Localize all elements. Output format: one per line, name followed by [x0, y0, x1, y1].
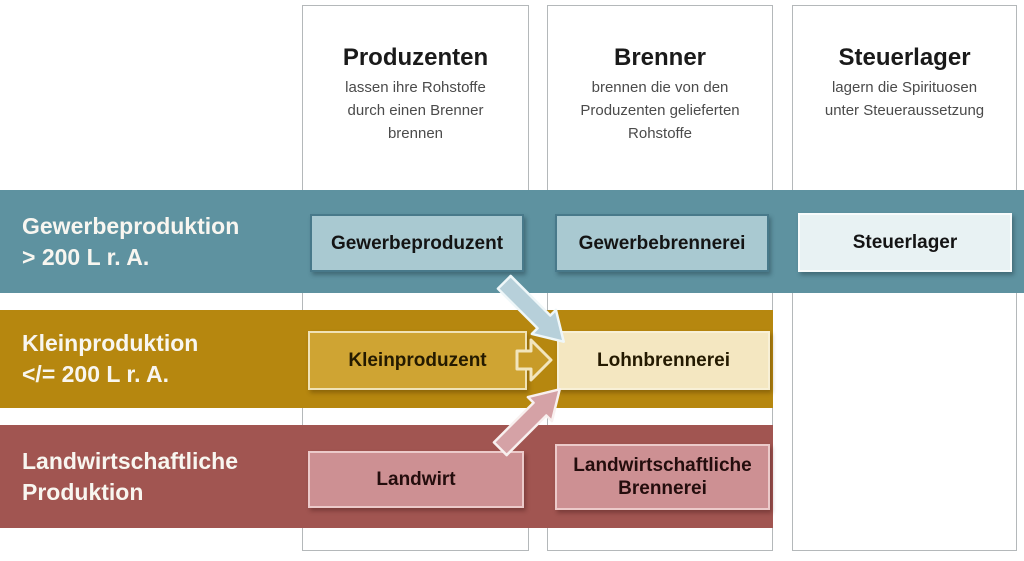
band-label-kleinproduktion: Kleinproduktion </= 200 L r. A. [22, 330, 199, 387]
node-gewerbeproduzent: Gewerbeproduzent [310, 214, 524, 272]
arrow-landwirt-to-lohnbrennerei-icon [492, 388, 561, 457]
node-kleinproduzent: Kleinproduzent [308, 331, 527, 390]
arrow-kleinproduzent-to-lohnbrennerei-icon [515, 338, 553, 382]
band-label-gewerbeproduktion: Gewerbeproduktion > 200 L r. A. [22, 212, 240, 270]
column-title-brenner: Brenner [613, 44, 707, 71]
arrow-gewerbeproduzent-to-lohnbrennerei-icon [496, 274, 565, 343]
column-subtitle-steuerlager: lagern die Spirituosen unter Steuerausse… [824, 79, 985, 119]
column-title-steuerlager: Steuerlager [838, 44, 971, 71]
node-steuerlager: Steuerlager [798, 213, 1012, 272]
node-landwirtschaftliche-brennerei: Landwirtschaftliche Brennerei [555, 444, 770, 510]
column-header-produzenten: Produzenten lassen ihre Rohstoffe durch … [303, 6, 528, 145]
column-subtitle-produzenten: lassen ihre Rohstoffe durch einen Brenne… [345, 79, 486, 142]
column-header-brenner: Brenner brennen die von den Produzenten … [548, 6, 772, 145]
column-subtitle-brenner: brennen die von den Produzenten geliefer… [580, 79, 740, 142]
node-gewerbebrennerei: Gewerbebrennerei [555, 214, 769, 272]
column-title-produzenten: Produzenten [342, 44, 489, 71]
column-header-steuerlager: Steuerlager lagern die Spirituosen unter… [793, 6, 1016, 122]
band-label-landwirtschaftliche-produktion: Landwirtschaftliche Produktion [22, 447, 238, 505]
node-landwirt: Landwirt [308, 451, 524, 508]
node-lohnbrennerei: Lohnbrennerei [557, 331, 770, 390]
